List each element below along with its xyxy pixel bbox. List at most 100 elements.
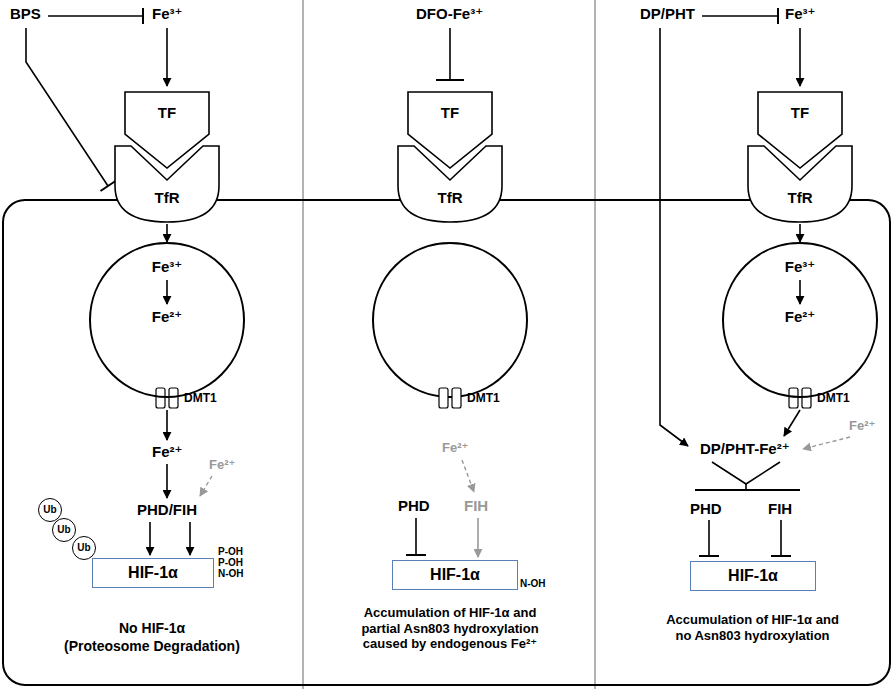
node-label: TF [441, 104, 459, 122]
arrow [166, 28, 168, 86]
connector-arrow [166, 224, 168, 242]
arrow [799, 28, 801, 86]
hif-box: HIF-1α [690, 561, 816, 591]
node-label: Ub [57, 524, 70, 536]
diagram-label: FIH [464, 497, 488, 515]
inhibit-bar [695, 489, 800, 491]
receptor-outline [115, 146, 219, 222]
diagram-label: No HIF-1α [119, 620, 185, 637]
panel-divider [594, 0, 596, 689]
connector-arrow [799, 224, 801, 242]
diagram-label: DFO-Fe³⁺ [416, 5, 483, 23]
hif-box: HIF-1α [92, 558, 214, 588]
arrow [166, 280, 168, 304]
dashed-arrow [200, 476, 212, 496]
diagram-label: PHD [398, 497, 430, 515]
diagram-label: PHD/FIH [137, 501, 197, 519]
iron-label: Fe²⁺ [152, 308, 182, 326]
diagram-label: DP/PHT [640, 5, 695, 23]
node-label: TfR [788, 189, 813, 207]
node-label: HIF-1α [128, 563, 178, 582]
transferrin-receptor: TfR [113, 140, 221, 224]
dmt1-channel [169, 388, 178, 408]
dmt1-channel [156, 388, 165, 408]
inhibit-bar [777, 8, 779, 24]
diagram-label: FIH [768, 500, 792, 518]
receptor-outline [113, 140, 221, 224]
arrow [784, 410, 800, 436]
diagram-label: Fe²⁺ [442, 440, 468, 456]
endosome-circle: Fe³⁺ Fe²⁺ [89, 242, 245, 398]
arrow [189, 522, 191, 555]
iron-label: Fe³⁺ [152, 258, 182, 276]
node-label: TF [791, 104, 809, 122]
diagram-label: DMT1 [467, 391, 500, 405]
node-label: Ub [43, 504, 56, 516]
ubiquitin-circle: Ub [52, 518, 76, 542]
iron-label: Fe²⁺ [785, 308, 815, 326]
arrow [166, 410, 168, 440]
arrow [149, 522, 151, 555]
inhibit-bar [699, 555, 719, 557]
diagram-label: Fe³⁺ [785, 5, 815, 23]
diagram-label: Fe²⁺ [152, 443, 182, 461]
caption-text: Accumulation of HIF-1α and partial Asn80… [361, 605, 539, 652]
inhibit-bar [436, 79, 464, 81]
diagram-label: P-OH [218, 546, 243, 558]
inhibit-line [449, 28, 451, 80]
inhibit-line [415, 518, 417, 555]
inhibit-line [702, 15, 778, 17]
caption-text: Accumulation of HIF-1α and no Asn803 hyd… [665, 612, 840, 643]
merge-lines [712, 462, 780, 484]
panel-divider [302, 0, 304, 689]
diagram-label: DMT1 [184, 391, 217, 405]
cell-membrane [3, 200, 890, 685]
node-label: Ub [77, 542, 90, 554]
receptor-outline [746, 140, 854, 224]
node-label: HIF-1α [728, 566, 778, 585]
inhibit-line [708, 520, 710, 556]
dmt1-channel [452, 388, 461, 408]
arrow [660, 28, 688, 446]
node-label: TF [158, 104, 176, 122]
inhibit-line [48, 15, 143, 17]
diagram-label: DP/PHT-Fe²⁺ [700, 440, 790, 458]
transferrin-receptor: TfR [746, 140, 854, 224]
arrow [166, 464, 168, 498]
node-label: TfR [155, 189, 180, 207]
inhibit-bar [142, 8, 144, 24]
receptor-outline [396, 140, 504, 224]
diagram-label: N-OH [218, 568, 244, 580]
node-label: TfR [438, 189, 463, 207]
arrow [799, 280, 801, 304]
inhibit-bar [101, 181, 116, 191]
dmt1-channel [802, 388, 811, 408]
endosome-circle: Fe³⁺ Fe²⁺ [722, 242, 878, 398]
node-label: HIF-1α [430, 565, 480, 584]
transferrin-receptor: TfR [396, 140, 504, 224]
iron-label: Fe³⁺ [785, 258, 815, 276]
inhibit-line [26, 28, 108, 186]
diagram-label: Fe²⁺ [209, 457, 235, 473]
diagram-label: Fe²⁺ [849, 418, 875, 434]
dashed-arrow [462, 460, 474, 492]
grey-arrow [477, 518, 479, 557]
receptor-outline [398, 146, 502, 222]
diagram-label: BPS [10, 5, 41, 23]
hif-box: HIF-1α [392, 560, 518, 590]
receptor-outline [748, 146, 852, 222]
inhibit-bar [406, 554, 426, 556]
dmt1-channel [789, 388, 798, 408]
diagram-label: DMT1 [817, 391, 850, 405]
diagram-label: PHD [690, 500, 722, 518]
dmt1-channel [439, 388, 448, 408]
diagram-label: P-OH [218, 557, 243, 569]
dashed-arrow [803, 437, 850, 449]
diagram-label: Fe³⁺ [152, 5, 182, 23]
diagram-label: (Proteosome Degradation) [64, 638, 240, 655]
endosome [373, 243, 527, 397]
inhibit-line [780, 520, 782, 556]
inhibit-bar [771, 555, 791, 557]
diagram-label: N-OH [520, 578, 546, 590]
